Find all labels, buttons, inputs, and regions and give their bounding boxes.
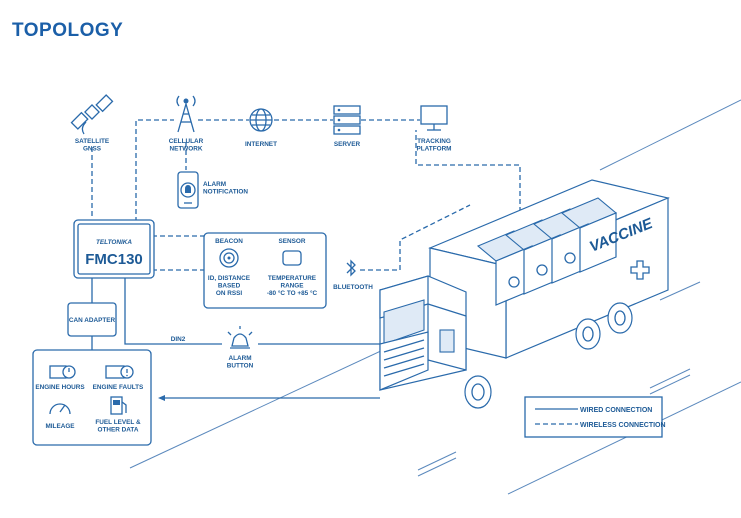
label-line: -80 °C TO +85 °C <box>267 289 318 297</box>
engine-hours-label: ENGINE HOURS <box>35 384 85 391</box>
label-line: FUEL LEVEL & <box>95 419 141 426</box>
brand-label: TELTONIKA <box>96 239 132 246</box>
label-line: RANGE <box>280 283 304 290</box>
legend-wireless: WIRELESS CONNECTION <box>580 422 666 429</box>
internet-globe-icon <box>249 108 273 132</box>
monitor-icon <box>420 105 448 131</box>
label-line: TEMPERATURE <box>268 275 317 282</box>
internet-label: INTERNET <box>245 141 277 148</box>
engine-faults-label: ENGINE FAULTS <box>93 384 144 391</box>
label-line: CELLULAR <box>169 138 204 145</box>
can-adapter-label: CAN ADAPTER <box>69 317 116 324</box>
label-line: BASED <box>218 283 241 290</box>
label-line: SATELLITE <box>75 138 110 145</box>
bluetooth-icon <box>346 259 356 277</box>
device-name: FMC130 <box>85 251 143 268</box>
medical-cross-icon <box>630 260 650 280</box>
page-title: TOPOLOGY <box>12 20 124 41</box>
beacon-icon <box>219 248 239 268</box>
engine-hours-icon <box>49 365 76 379</box>
label-line: OTHER DATA <box>98 427 139 434</box>
fmc130-device: TELTONIKA FMC130 <box>73 219 155 279</box>
speedometer-icon <box>49 403 71 415</box>
cellular-tower-icon <box>176 95 196 133</box>
connections <box>91 119 521 401</box>
mileage-label: MILEAGE <box>45 423 75 430</box>
vaccine-boxes <box>476 197 618 306</box>
server-label: SERVER <box>334 141 361 148</box>
legend: WIRED CONNECTION WIRELESS CONNECTION <box>524 396 666 438</box>
server-icon <box>333 105 361 135</box>
fuel-pump-icon <box>110 396 127 415</box>
label-line: GNSS <box>83 146 102 153</box>
fuel-label: FUEL LEVEL &OTHER DATA <box>95 419 141 434</box>
engine-data-block: ENGINE HOURS ENGINE FAULTS MILEAGE FUEL … <box>32 349 152 446</box>
phone-bell-icon <box>177 171 199 209</box>
truck-illustration: VACCINE <box>379 179 670 409</box>
label-line: ON RSSI <box>216 290 243 297</box>
din2-label: DIN2 <box>171 336 186 343</box>
label-line: NOTIFICATION <box>203 189 248 196</box>
can-adapter: CAN ADAPTER <box>67 302 117 337</box>
label-line: ALARM <box>203 181 226 188</box>
label-line: BUTTON <box>227 363 254 370</box>
satellite-icon <box>70 94 114 135</box>
label-line: ID, DISTANCE <box>208 275 251 282</box>
label-line: TRACKING <box>417 138 451 145</box>
bluetooth-label: BLUETOOTH <box>333 284 373 291</box>
engine-faults-icon <box>105 365 134 379</box>
sensor-label: SENSOR <box>279 238 306 245</box>
label-line: PLATFORM <box>416 146 451 153</box>
label-line: ALARM <box>228 355 251 362</box>
beacon-label: BEACON <box>215 238 243 245</box>
sensor-icon <box>282 250 302 266</box>
label-line: NETWORK <box>169 146 202 153</box>
legend-wired: WIRED CONNECTION <box>580 407 652 414</box>
alarm-button-icon <box>227 326 253 349</box>
